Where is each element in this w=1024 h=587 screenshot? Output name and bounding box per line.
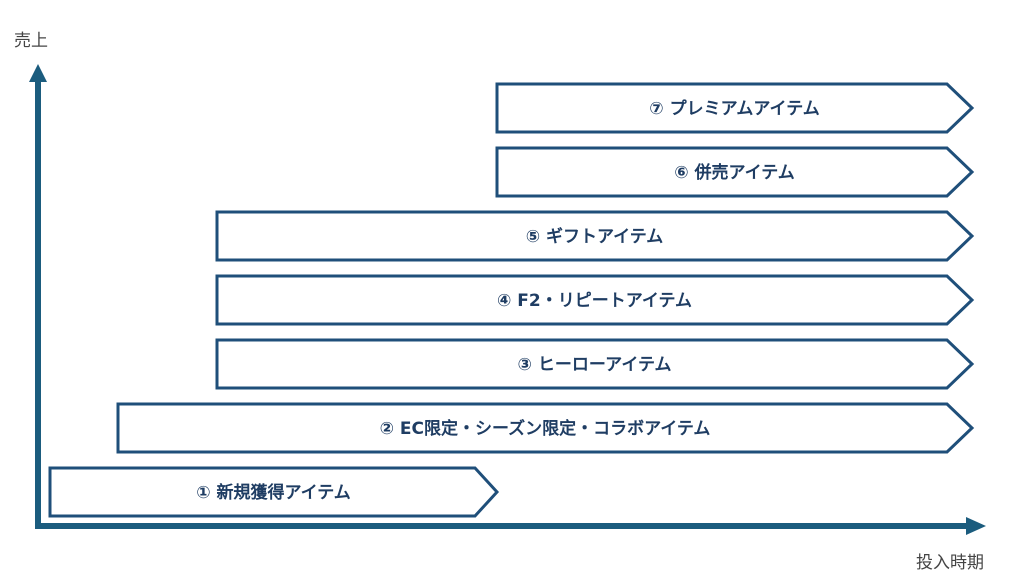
item-arrow-shape bbox=[48, 466, 500, 518]
item-label: ③ ヒーローアイテム bbox=[518, 355, 672, 375]
item-label: ⑥ 併売アイテム bbox=[674, 162, 795, 183]
item-arrow-shape bbox=[495, 146, 975, 198]
x-axis bbox=[35, 517, 986, 535]
item-arrow-shape bbox=[116, 402, 975, 454]
item-arrow: ④ F2・リピートアイテム bbox=[215, 274, 975, 326]
item-label: ⑤ ギフトアイテム bbox=[526, 227, 664, 247]
y-axis-arrowhead-icon bbox=[29, 64, 47, 82]
item-arrow-shape bbox=[495, 82, 975, 134]
item-arrow: ⑥ 併売アイテム bbox=[495, 146, 975, 198]
item-arrow: ⑤ ギフトアイテム bbox=[215, 210, 975, 262]
item-label: ① 新規獲得アイテム bbox=[196, 482, 351, 503]
item-arrow: ⑦ プレミアムアイテム bbox=[495, 82, 975, 134]
item-label: ⑦ プレミアムアイテム bbox=[649, 98, 819, 119]
item-arrow-shape bbox=[215, 210, 975, 262]
item-arrow-shape bbox=[215, 274, 975, 326]
item-arrow: ③ ヒーローアイテム bbox=[215, 338, 975, 390]
item-arrow-shape bbox=[215, 338, 975, 390]
x-axis-label: 投入時期 bbox=[916, 553, 984, 573]
item-label: ④ F2・リピートアイテム bbox=[497, 291, 692, 311]
y-axis bbox=[29, 64, 47, 529]
x-axis-arrowhead-icon bbox=[966, 517, 986, 535]
item-arrow: ② EC限定・シーズン限定・コラボアイテム bbox=[116, 402, 975, 454]
item-label: ② EC限定・シーズン限定・コラボアイテム bbox=[380, 418, 711, 439]
item-arrow: ① 新規獲得アイテム bbox=[48, 466, 500, 518]
y-axis-label: 売上 bbox=[14, 31, 48, 51]
